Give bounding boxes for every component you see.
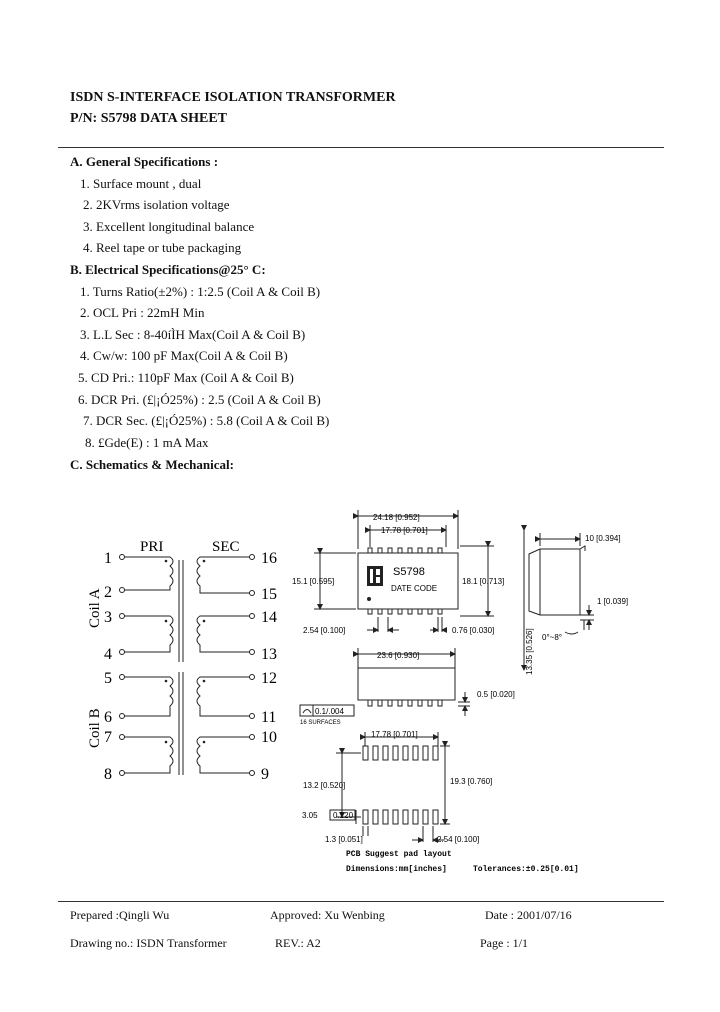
footer-rule xyxy=(58,901,664,902)
pin-13: 13 xyxy=(261,646,277,663)
spec-b-2: 2. OCL Pri : 22mH Min xyxy=(80,305,205,320)
pin-1: 1 xyxy=(104,550,112,567)
pin-12: 12 xyxy=(261,670,277,687)
pin-5: 5 xyxy=(104,670,112,687)
spec-b-8: 8. £Gde(E) : 1 mA Max xyxy=(85,435,209,450)
chip-part-number: S5798 xyxy=(393,566,425,578)
dim-angle: 0°~8° xyxy=(542,633,562,642)
part-number-title: P/N: S5798 DATA SHEET xyxy=(70,111,228,126)
dim-pad-row-distance: 13.2 [0.520] xyxy=(303,781,345,790)
dim-lead-thickness: 0.5 [0.020] xyxy=(477,690,515,699)
document-date: Date : 2001/07/16 xyxy=(485,908,572,922)
dim-side-length: 23.6 [0.930] xyxy=(377,651,419,660)
section-b-heading: B. Electrical Specifications@25° C: xyxy=(70,262,266,277)
dim-lead-width: 0.76 [0.030] xyxy=(452,626,494,635)
pin-6: 6 xyxy=(104,709,112,726)
pin-7: 7 xyxy=(104,729,112,746)
dim-pad-length-inch: 0.120 xyxy=(333,811,354,820)
spec-b-7: 7. DCR Sec. (£|¡Ó25%) : 5.8 (Coil A & Co… xyxy=(83,413,330,428)
dim-pitch: 2.54 [0.100] xyxy=(303,626,345,635)
revision: REV.: A2 xyxy=(275,936,321,950)
header-rule xyxy=(58,147,664,148)
spec-b-1: 1. Turns Ratio(±2%) : 1:2.5 (Coil A & Co… xyxy=(80,284,321,299)
dim-pad-length: 3.05 xyxy=(302,811,318,820)
pin-14: 14 xyxy=(261,609,277,626)
drawing-number: Drawing no.: ISDN Transformer xyxy=(70,936,227,950)
chip-date-code: DATE CODE xyxy=(391,584,437,593)
dim-pad-span: 17.78 [0.701] xyxy=(371,730,418,739)
dim-standoff: 1 [0.039] xyxy=(597,597,628,606)
dim-right-height: 18.1 [0.713] xyxy=(462,577,504,586)
pin-15: 15 xyxy=(261,586,277,603)
spec-a-1: 1. Surface mount , dual xyxy=(80,176,202,191)
pin-4: 4 xyxy=(104,646,112,663)
section-c-heading: C. Schematics & Mechanical: xyxy=(70,457,234,472)
spec-b-5: 5. CD Pri.: 110pF Max (Coil A & Coil B) xyxy=(78,370,294,385)
pin-16: 16 xyxy=(261,550,277,567)
pin-10: 10 xyxy=(261,729,277,746)
section-a-heading: A. General Specifications : xyxy=(70,154,219,169)
pin-9: 9 xyxy=(261,766,269,783)
dimensions-note: Dimensions:mm[inches] xyxy=(346,865,447,874)
prepared-by: Prepared :Qingli Wu xyxy=(70,908,170,922)
dim-inner-width: 17.78 [0.701] xyxy=(381,526,428,535)
spec-b-3: 3. L.L Sec : 8-40íÌH Max(Coil A & Coil B… xyxy=(80,327,306,342)
pad-layout-caption: PCB Suggest pad layout xyxy=(346,850,452,859)
dim-pad-overall: 19.3 [0.760] xyxy=(450,777,492,786)
dim-side-height: 10 [0.394] xyxy=(585,534,621,543)
pin-11: 11 xyxy=(261,709,276,726)
pri-label: PRI xyxy=(140,539,163,555)
spec-b-6: 6. DCR Pri. (£|¡Ó25%) : 2.5 (Coil A & Co… xyxy=(78,392,321,407)
dim-body-length: 13.35 [0.526] xyxy=(525,628,534,675)
pin-2: 2 xyxy=(104,584,112,601)
logo-icon xyxy=(367,566,383,601)
approved-by: Approved: Xu Wenbing xyxy=(270,908,385,922)
dim-left-height: 15.1 [0.595] xyxy=(292,577,334,586)
spec-a-4: 4. Reel tape or tube packaging xyxy=(83,240,242,255)
coil-b-label: Coil B xyxy=(87,708,103,748)
sec-label: SEC xyxy=(212,539,240,555)
page-number: Page : 1/1 xyxy=(480,936,528,950)
spec-b-4: 4. Cw/w: 100 pF Max(Coil A & Coil B) xyxy=(80,348,288,363)
doc-title: ISDN S-INTERFACE ISOLATION TRANSFORMER xyxy=(70,90,396,105)
pin-3: 3 xyxy=(104,609,112,626)
tolerance-note: Tolerances:±0.25[0.01] xyxy=(473,865,579,874)
surfaces-note: 16 SURFACES xyxy=(300,720,341,726)
dim-top-width: 24.18 [0.952] xyxy=(373,513,420,522)
dim-pad-width: 1.3 [0.051] xyxy=(325,835,363,844)
spec-a-2: 2. 2KVrms isolation voltage xyxy=(83,197,230,212)
coplanarity-box: 0.1/.004 xyxy=(315,707,344,716)
spec-a-3: 3. Excellent longitudinal balance xyxy=(83,219,255,234)
coil-a-label: Coil A xyxy=(87,588,103,628)
dim-pad-pitch: 2.54 [0.100] xyxy=(437,835,479,844)
pin-8: 8 xyxy=(104,766,112,783)
